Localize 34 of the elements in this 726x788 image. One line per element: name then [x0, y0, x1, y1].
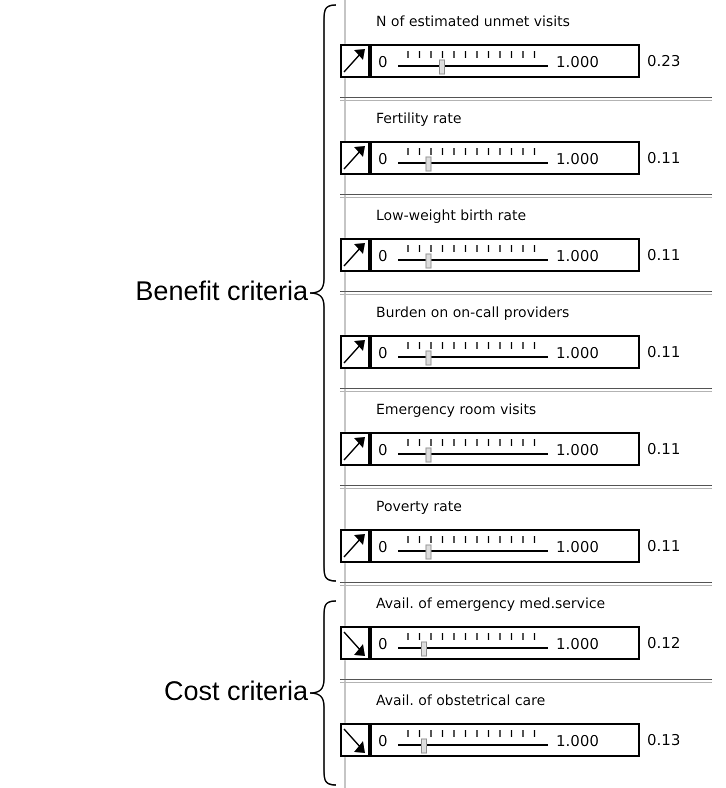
scale-min-label: 0 [378, 344, 388, 362]
scale-min-label: 0 [378, 441, 388, 459]
scale-min-label: 0 [378, 247, 388, 265]
scale-max-label: 1.000 [556, 53, 599, 71]
scale-min-label: 0 [378, 732, 388, 750]
weight-value: 0.23 [647, 52, 680, 70]
criterion-label: Avail. of obstetrical care [376, 693, 546, 709]
scale-min-label: 0 [378, 150, 388, 168]
scale-max-label: 1.000 [556, 538, 599, 556]
weight-value: 0.11 [647, 537, 680, 555]
criterion-label: Low-weight birth rate [376, 208, 526, 224]
criterion-label: Poverty rate [376, 499, 462, 515]
scale-max-label: 1.000 [556, 247, 599, 265]
group-label: Benefit criteria [135, 276, 308, 307]
scale-max-label: 1.000 [556, 344, 599, 362]
scale-min-label: 0 [378, 53, 388, 71]
criterion-label: Emergency room visits [376, 402, 536, 418]
scale-min-label: 0 [378, 635, 388, 653]
scale-max-label: 1.000 [556, 732, 599, 750]
weight-value: 0.11 [647, 149, 680, 167]
scale-max-label: 1.000 [556, 635, 599, 653]
weight-value: 0.11 [647, 343, 680, 361]
criterion-label: Avail. of emergency med.service [376, 596, 606, 612]
scale-min-label: 0 [378, 538, 388, 556]
weight-value: 0.11 [647, 246, 680, 264]
criterion-label: N of estimated unmet visits [376, 14, 570, 30]
weight-value: 0.11 [647, 440, 680, 458]
weight-value: 0.12 [647, 634, 680, 652]
scale-max-label: 1.000 [556, 441, 599, 459]
scale-max-label: 1.000 [556, 150, 599, 168]
group-label: Cost criteria [164, 676, 308, 707]
weight-value: 0.13 [647, 731, 680, 749]
criterion-label: Fertility rate [376, 111, 462, 127]
criterion-label: Burden on on-call providers [376, 305, 570, 321]
